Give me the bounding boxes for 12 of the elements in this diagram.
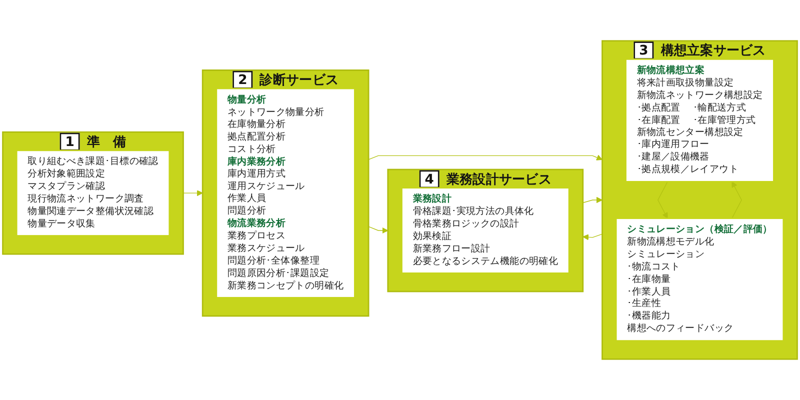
task-list-box: 業務設計 骨格課題･実現方法の具体化 骨格業務ロジックの設計 効果検証 新業務フロー設計 必要となるシステム機能の明確化	[401, 187, 570, 274]
arrow	[368, 226, 388, 234]
task-list-box: 取り組むべき課題･目標の確認 分析対象範囲設定 マスタプラン確認 現行物流ネットワーク調査 物量関連データ整備状況確認 物量データ収集	[16, 150, 170, 236]
arrow	[182, 190, 203, 196]
task-list-box: シミュレーション（検証／評価） 新物流構想モデル化 シミュレーション ･物流コスト ･在庫物量 ･作業人員 ･生産性 ･機器能力 構想へのフィードバック	[615, 218, 784, 342]
arrow	[368, 154, 603, 160]
arrow	[732, 181, 742, 219]
arrow	[658, 181, 668, 219]
task-list-box: 新物流構想立案 将来計画取扱物量設定 新物流ネットワーク構想設定 ･拠点配置 ･輸配送方式 ･在庫配置 ･在庫管理方式 新物流センター構想設定 ･庫内運用フロー ･建屋／設備機器 ･拠点規模／レイアウト	[625, 58, 774, 182]
arrow	[582, 234, 603, 240]
task-list-box: 物量分析 ネットワーク物量分析 在庫物量分析 拠点配置分析 コスト分析 庫内業務分析 庫内運用方式 運用スケジュール 作業人員 問題分析 物流業務分析 業務プロセス 業務スケジュール 問題分析･全体像整理 問題原因分析･課題設定 新業務コンセプトの明確化	[216, 88, 356, 298]
arrow	[582, 196, 603, 204]
